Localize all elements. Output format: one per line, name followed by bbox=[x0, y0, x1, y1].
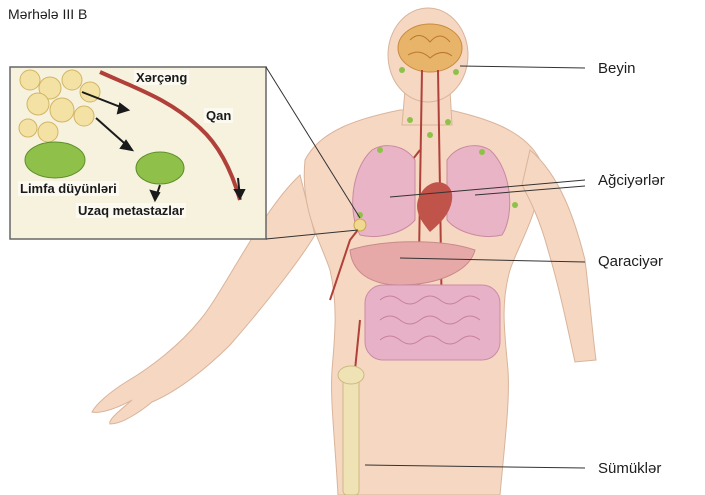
inset-label-lymph-nodes: Limfa düyünləri bbox=[18, 181, 119, 196]
label-bones: Sümüklər bbox=[598, 460, 661, 477]
inset-label-cancer: Xərçəng bbox=[134, 70, 189, 85]
intestines bbox=[365, 285, 500, 360]
inset-label-distant-metastases: Uzaq metastazlar bbox=[76, 203, 186, 218]
brain bbox=[398, 24, 462, 72]
label-liver: Qaraciyər bbox=[598, 253, 663, 270]
tumor-site bbox=[354, 219, 366, 231]
label-lungs: Ağciyərlər bbox=[598, 172, 665, 189]
diagram-title: Mərhələ III B bbox=[8, 6, 87, 22]
label-brain: Beyin bbox=[598, 60, 636, 77]
inset-label-blood: Qan bbox=[204, 108, 233, 123]
